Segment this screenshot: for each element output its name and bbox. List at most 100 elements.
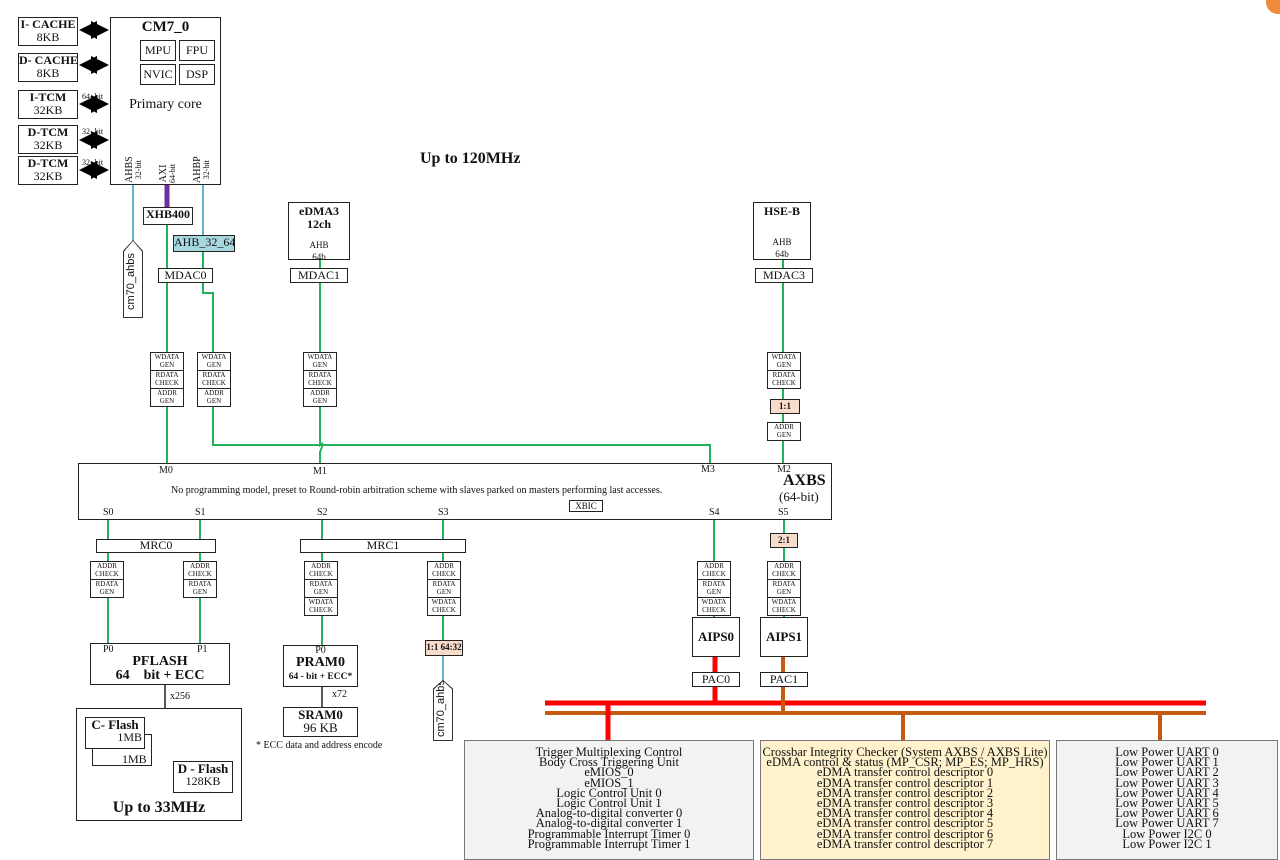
peripheral-item: Trigger Multiplexing Control: [535, 745, 683, 759]
memory-size: 32KB: [33, 103, 63, 117]
stack-cell: WDATA CHECK: [431, 598, 457, 614]
mdac1: MDAC1: [290, 268, 348, 283]
s3-ratio: 1:1 64:32: [425, 640, 463, 656]
memory-size: 32KB: [33, 138, 63, 152]
slave-s3: S3: [438, 507, 449, 518]
cm70-ahbs-port: cm70_ahbs: [123, 240, 143, 318]
memory-name: I- CACHE: [20, 17, 76, 31]
s5-ratio: 2:1: [770, 533, 798, 548]
stack-cell: WDATA GEN: [304, 353, 336, 371]
peripheral-item: eMIOS_0: [584, 765, 634, 780]
mdac0: MDAC0: [158, 268, 213, 283]
master-m3: M3: [701, 464, 715, 475]
stack-cell: ADDR CHECK: [768, 562, 800, 580]
stack-cell: WDATA CHECK: [701, 598, 727, 614]
aips0: AIPS0: [692, 617, 740, 657]
peripheral-item: eDMA transfer control descriptor 0: [816, 765, 994, 780]
slave-s4: S4: [709, 507, 720, 518]
hse-addr-gen: ADDR GEN: [767, 422, 801, 441]
stack-cell: RDATA GEN: [95, 580, 119, 596]
stack-cell: RDATA GEN: [305, 580, 337, 598]
xhb400: XHB400: [143, 207, 193, 225]
peripheral-item: Logic Control Unit 1: [556, 796, 662, 811]
peripheral-item: Low Power UART 2: [1115, 765, 1219, 780]
memory-name: I-TCM: [29, 90, 67, 104]
peripheral-item: Programmable Interrupt Timer 1: [527, 836, 691, 851]
cm70-ahbs-s3-port: cm70_ahbs: [433, 680, 453, 741]
stack-cell: WDATA CHECK: [771, 598, 797, 614]
peripheral-item: Low Power I2C 1: [1122, 836, 1212, 851]
bus-width-label: 32- bit: [82, 158, 104, 167]
pflash-multiplier: x256: [170, 691, 190, 702]
mpu-unit: MPU: [140, 40, 176, 61]
stack-cell: RDATA GEN: [698, 580, 730, 598]
xbic: XBIC: [569, 500, 603, 512]
main-frequency: Up to 120MHz: [420, 150, 521, 167]
stack-cell: RDATA CHECK: [198, 371, 230, 389]
memory-size: 8KB: [36, 66, 60, 80]
peripheral-item: eMIOS_1: [584, 775, 634, 790]
bus-width-label: 64- bit: [82, 92, 104, 101]
core-subtitle: Primary core: [129, 97, 202, 112]
peripheral-item: Body Cross Triggering Unit: [539, 755, 679, 770]
stack-cell: WDATA GEN: [198, 353, 230, 371]
peripheral-item: Low Power UART 1: [1115, 755, 1219, 770]
peripheral-item: Analog-to-digital converter 1: [535, 816, 683, 831]
mrc1: MRC1: [300, 539, 466, 553]
pac0: PAC0: [692, 672, 740, 687]
pac1: PAC1: [760, 672, 808, 687]
ahb-32-64-bridge: AHB_32_64: [173, 235, 235, 252]
peripheral-item: Crossbar Integrity Checker (System AXBS …: [762, 745, 1048, 759]
mrc0: MRC0: [96, 539, 216, 553]
master-m2: M2: [777, 464, 791, 475]
stack-cell: RDATA CHECK: [772, 371, 796, 387]
stack-cell: WDATA GEN: [768, 353, 800, 371]
peripheral-item: Low Power UART 6: [1115, 806, 1219, 821]
stack-cell: ADDR GEN: [157, 389, 177, 405]
peripheral-item: eDMA transfer control descriptor 1: [816, 775, 994, 790]
ecc-note: * ECC data and address encode: [256, 740, 383, 751]
stack-cell: ADDR CHECK: [428, 562, 460, 580]
memory-name: D-TCM: [27, 156, 69, 170]
peripheral-item: eDMA transfer control descriptor 7: [816, 836, 994, 851]
memory-size: 32KB: [33, 169, 63, 183]
peripheral-item: Low Power UART 5: [1115, 796, 1219, 811]
peripheral-item: Logic Control Unit 0: [556, 785, 662, 800]
stack-cell: ADDR CHECK: [184, 562, 216, 580]
slave-s0: S0: [103, 507, 114, 518]
mdac3: MDAC3: [755, 268, 813, 283]
peripheral-item: Low Power UART 0: [1115, 745, 1219, 759]
peripheral-item: eDMA transfer control descriptor 5: [816, 816, 994, 831]
stack-cell: ADDR GEN: [204, 389, 224, 405]
peripheral-item: Analog-to-digital converter 0: [535, 806, 683, 821]
axbs-description: No programming model, preset to Round-ro…: [171, 485, 663, 496]
peripheral-item: Low Power UART 3: [1115, 775, 1219, 790]
peripheral-item: eDMA transfer control descriptor 2: [816, 785, 994, 800]
aips1: AIPS1: [760, 617, 808, 657]
peripheral-item: Low Power I2C 0: [1122, 826, 1212, 841]
stack-cell: ADDR CHECK: [305, 562, 337, 580]
pram-multiplier: x72: [332, 689, 347, 700]
